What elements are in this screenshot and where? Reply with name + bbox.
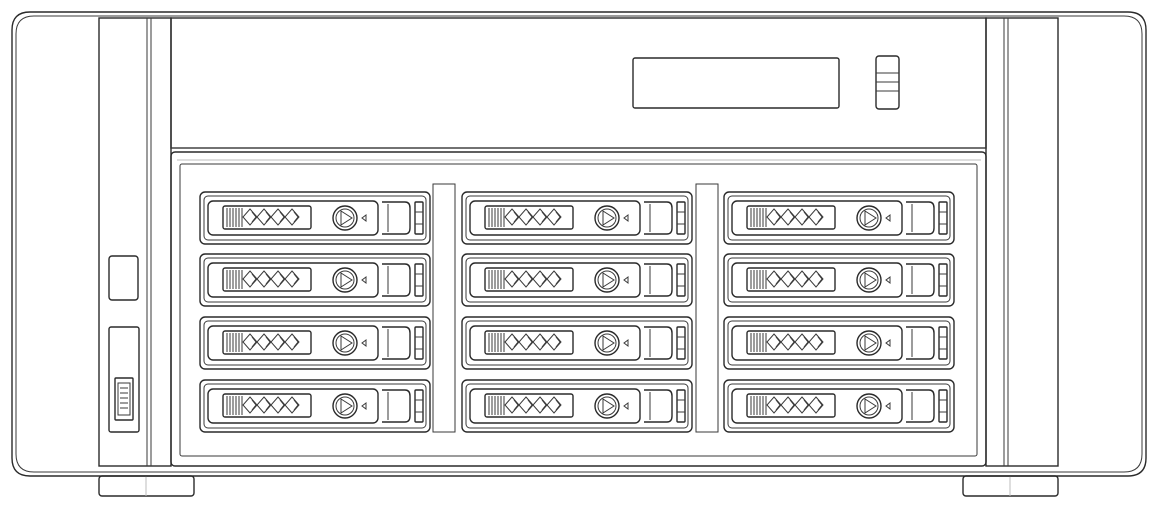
release-button-icon[interactable] — [332, 393, 367, 419]
power-button[interactable] — [108, 255, 139, 301]
tray-led-strip — [938, 263, 948, 297]
drive-trays — [199, 191, 955, 433]
tray-handle[interactable] — [207, 200, 379, 236]
release-button-icon[interactable] — [594, 330, 629, 356]
drive-tray-10[interactable] — [199, 379, 431, 433]
vent-grille — [222, 393, 312, 418]
usb-port-icon[interactable] — [108, 326, 140, 433]
column-dividers — [432, 183, 719, 433]
tray-handle[interactable] — [731, 200, 903, 236]
tray-handle[interactable] — [207, 262, 379, 298]
drive-tray-5[interactable] — [461, 253, 693, 307]
tray-latch — [382, 326, 411, 360]
tray-latch — [382, 389, 411, 423]
foot-right — [962, 475, 1059, 497]
release-button-icon[interactable] — [332, 330, 367, 356]
tray-led-strip — [676, 201, 686, 235]
tray-led-strip — [938, 326, 948, 360]
tray-handle[interactable] — [469, 200, 641, 236]
tray-latch — [382, 201, 411, 235]
tray-latch — [644, 326, 673, 360]
release-button-icon[interactable] — [594, 267, 629, 293]
drive-tray-3[interactable] — [723, 191, 955, 245]
tray-led-strip — [676, 326, 686, 360]
left-ear — [98, 17, 172, 467]
release-button-icon[interactable] — [856, 393, 891, 419]
drive-tray-1[interactable] — [199, 191, 431, 245]
tray-latch — [906, 201, 935, 235]
drive-tray-9[interactable] — [723, 316, 955, 370]
vent-grille — [484, 267, 574, 292]
vent-grille — [746, 267, 836, 292]
release-button-icon[interactable] — [856, 267, 891, 293]
release-button-icon[interactable] — [594, 393, 629, 419]
tray-latch — [906, 389, 935, 423]
tray-latch — [644, 263, 673, 297]
release-button-icon[interactable] — [332, 205, 367, 231]
tray-led-strip — [414, 326, 424, 360]
vent-grille — [746, 393, 836, 418]
drive-tray-4[interactable] — [199, 253, 431, 307]
tray-latch — [906, 326, 935, 360]
tray-led-strip — [414, 263, 424, 297]
lcd-display — [632, 57, 840, 109]
tray-handle[interactable] — [207, 388, 379, 424]
tray-handle[interactable] — [469, 262, 641, 298]
tray-handle[interactable] — [207, 325, 379, 361]
drive-tray-2[interactable] — [461, 191, 693, 245]
rocker-switch[interactable] — [875, 55, 900, 110]
drive-tray-12[interactable] — [723, 379, 955, 433]
control-panel — [170, 17, 987, 149]
vent-grille — [222, 267, 312, 292]
vent-grille — [484, 330, 574, 355]
right-ear — [985, 17, 1059, 467]
tray-led-strip — [938, 389, 948, 423]
tray-latch — [644, 201, 673, 235]
tray-led-strip — [414, 389, 424, 423]
tray-handle[interactable] — [469, 388, 641, 424]
tray-latch — [906, 263, 935, 297]
tray-handle[interactable] — [731, 388, 903, 424]
foot-left — [98, 475, 195, 497]
tray-handle[interactable] — [731, 262, 903, 298]
release-button-icon[interactable] — [856, 205, 891, 231]
release-button-icon[interactable] — [332, 267, 367, 293]
release-button-icon[interactable] — [594, 205, 629, 231]
chassis — [11, 11, 1147, 477]
tray-handle[interactable] — [469, 325, 641, 361]
release-button-icon[interactable] — [856, 330, 891, 356]
tray-latch — [644, 389, 673, 423]
bay-frame — [170, 151, 987, 467]
drive-tray-8[interactable] — [461, 316, 693, 370]
drive-tray-11[interactable] — [461, 379, 693, 433]
tray-led-strip — [676, 263, 686, 297]
tray-handle[interactable] — [731, 325, 903, 361]
tray-led-strip — [938, 201, 948, 235]
drive-tray-6[interactable] — [723, 253, 955, 307]
vent-grille — [746, 205, 836, 230]
vent-grille — [222, 330, 312, 355]
vent-grille — [484, 205, 574, 230]
tray-led-strip — [676, 389, 686, 423]
tray-latch — [382, 263, 411, 297]
vent-grille — [222, 205, 312, 230]
vent-grille — [746, 330, 836, 355]
vent-grille — [484, 393, 574, 418]
tray-led-strip — [414, 201, 424, 235]
drive-tray-7[interactable] — [199, 316, 431, 370]
